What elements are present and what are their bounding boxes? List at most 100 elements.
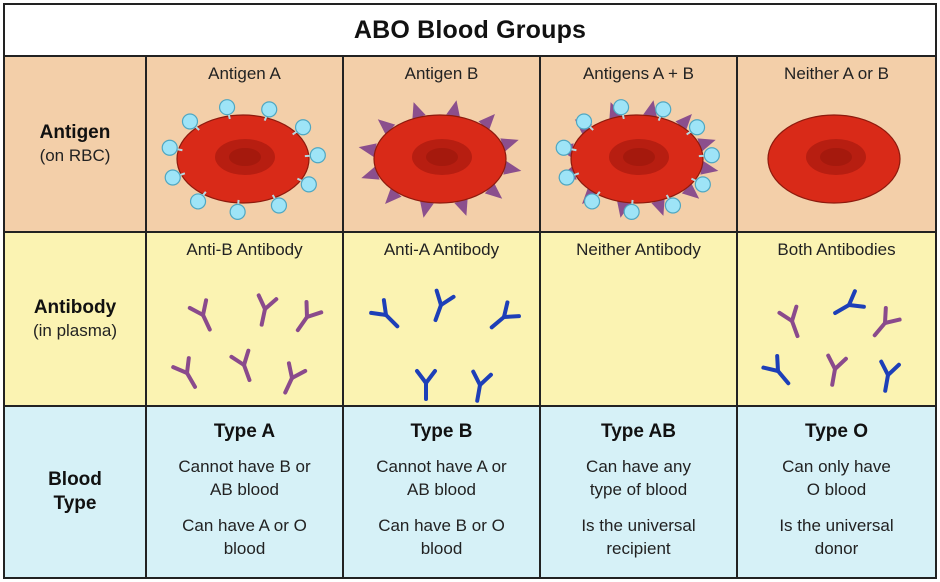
anti-b-antibodies-icon xyxy=(171,293,324,395)
antigen-a-ball xyxy=(703,147,720,164)
blood-type-row-label: Blood Type xyxy=(5,407,147,577)
anti-a-antibody-icon xyxy=(471,369,493,403)
antigen-label: Antigen xyxy=(39,122,111,143)
antibody-cell-b: Anti-A Antibody xyxy=(344,233,541,407)
antigen-b-spike xyxy=(697,138,716,152)
rbc-with-antigen-a-icon xyxy=(161,99,326,220)
type-b-line3: Can have B or O xyxy=(378,516,505,535)
antibody-cell-a: Anti-B Antibody xyxy=(147,233,344,407)
type-a-line2: AB blood xyxy=(210,480,279,499)
type-ab-line1: Can have any xyxy=(586,457,691,476)
antigen-b-spike xyxy=(500,138,519,152)
antibody-cell-o: Both Antibodies xyxy=(738,233,935,407)
type-o-line1: Can only have xyxy=(782,457,891,476)
anti-a-antibody-icon xyxy=(489,300,521,330)
antigen-a-ball xyxy=(558,169,575,186)
antibody-heading-b: Anti-A Antibody xyxy=(383,240,500,259)
type-o-line4: donor xyxy=(814,539,859,558)
antigen-b-spike xyxy=(478,114,495,131)
anti-b-antibody-icon xyxy=(187,298,212,332)
antigen-b-spike xyxy=(484,182,503,199)
antigen-a-ball xyxy=(229,203,246,220)
antigen-cell-ab: Antigens A + B xyxy=(541,57,738,233)
antigen-b-spike xyxy=(675,114,692,131)
antibody-heading-a: Anti-B Antibody xyxy=(186,240,303,259)
type-a-line4: blood xyxy=(223,539,266,558)
anti-b-antibody-icon xyxy=(283,361,308,395)
antigen-heading-b: Antigen B xyxy=(404,64,479,83)
antigen-b-spike xyxy=(643,100,657,118)
antibody-row-label: Antibody (in plasma) xyxy=(5,233,147,407)
type-o-line2: O blood xyxy=(806,480,867,499)
antigen-cell-b: Antigen B xyxy=(344,57,541,233)
antigen-b-spike xyxy=(358,143,377,158)
antigen-a-ball xyxy=(623,203,640,220)
antigen-b-spike xyxy=(617,200,631,218)
antigen-b-spike xyxy=(420,200,434,218)
anti-a-antibodies-icon xyxy=(369,288,521,403)
antigen-heading-o: Neither A or B xyxy=(784,64,889,83)
blood-type-cell-ab: Type AB Can have any type of blood Is th… xyxy=(541,407,738,577)
type-b-line4: blood xyxy=(420,539,463,558)
antigen-a-ball xyxy=(189,193,207,210)
antigen-b-spike xyxy=(700,160,719,175)
anti-b-antibody-icon xyxy=(229,348,252,383)
anti-a-antibody-icon xyxy=(879,359,901,393)
anti-b-antibody-icon xyxy=(171,356,197,389)
anti-a-antibody-icon xyxy=(433,288,456,323)
antigen-a-ball xyxy=(688,119,706,136)
antigen-a-ball xyxy=(270,197,288,214)
type-b-line1: Cannot have A or xyxy=(376,457,507,476)
antibody-cell-ab: Neither Antibody xyxy=(541,233,738,407)
type-o-title: Type O xyxy=(805,421,868,442)
both-antibodies-icon xyxy=(761,289,902,393)
rbc-with-antigens-ab-icon xyxy=(555,99,720,220)
antigen-b-spike xyxy=(412,102,426,120)
antigen-sublabel: (on RBC) xyxy=(39,146,111,165)
antigen-row-label: Antigen (on RBC) xyxy=(5,57,147,233)
antigen-a-ball xyxy=(161,139,178,156)
blood-label-line2: Type xyxy=(53,493,97,514)
abo-table: ABO Blood Groups Antigen (on RBC) Antige… xyxy=(3,3,937,579)
antigen-a-ball xyxy=(164,169,181,186)
blood-label-line1: Blood xyxy=(48,469,102,490)
antigen-b-spike xyxy=(377,119,396,136)
antigen-a-ball xyxy=(300,176,317,193)
antigen-cell-a: Antigen A xyxy=(147,57,344,233)
type-o-line3: Is the universal xyxy=(779,516,894,535)
antigen-a-ball xyxy=(181,113,199,130)
antigen-a-ball xyxy=(655,101,672,118)
type-ab-line2: type of blood xyxy=(589,480,688,499)
blood-type-cell-o: Type O Can only have O blood Is the univ… xyxy=(738,407,935,577)
rbc-no-antigen-icon xyxy=(767,114,901,204)
anti-a-antibody-icon xyxy=(833,289,866,315)
antigen-b-spike xyxy=(385,187,402,204)
blood-type-cell-a: Type A Cannot have B or AB blood Can hav… xyxy=(147,407,344,577)
type-a-line1: Cannot have B or xyxy=(178,457,311,476)
antigen-heading-a: Antigen A xyxy=(208,64,281,83)
blood-type-cell-b: Type B Cannot have A or AB blood Can hav… xyxy=(344,407,541,577)
antibody-label: Antibody xyxy=(33,297,117,318)
antigen-a-ball xyxy=(261,101,278,118)
anti-b-antibody-icon xyxy=(777,304,800,339)
anti-a-antibody-icon xyxy=(369,298,400,329)
antigen-b-spike xyxy=(361,166,380,180)
anti-b-antibody-icon xyxy=(826,353,848,387)
anti-a-antibody-icon xyxy=(415,369,437,401)
antigen-b-spike xyxy=(503,160,522,175)
type-a-line3: Can have A or O xyxy=(182,516,307,535)
rbc-with-antigen-b-icon xyxy=(358,100,522,218)
antigen-b-spike xyxy=(446,100,460,118)
antigen-a-ball xyxy=(664,197,682,214)
antibody-heading-o: Both Antibodies xyxy=(777,240,896,259)
anti-b-antibody-icon xyxy=(295,300,324,333)
antigen-a-ball xyxy=(218,99,236,116)
antibody-sublabel: (in plasma) xyxy=(32,321,118,340)
antigen-a-ball xyxy=(575,113,593,130)
antigen-a-ball xyxy=(612,99,630,116)
antigen-b-spike xyxy=(454,198,468,216)
antigen-b-spike xyxy=(681,182,700,199)
antigen-a-ball xyxy=(294,119,312,136)
type-ab-line3: Is the universal xyxy=(581,516,696,535)
anti-a-antibody-icon xyxy=(761,354,791,386)
